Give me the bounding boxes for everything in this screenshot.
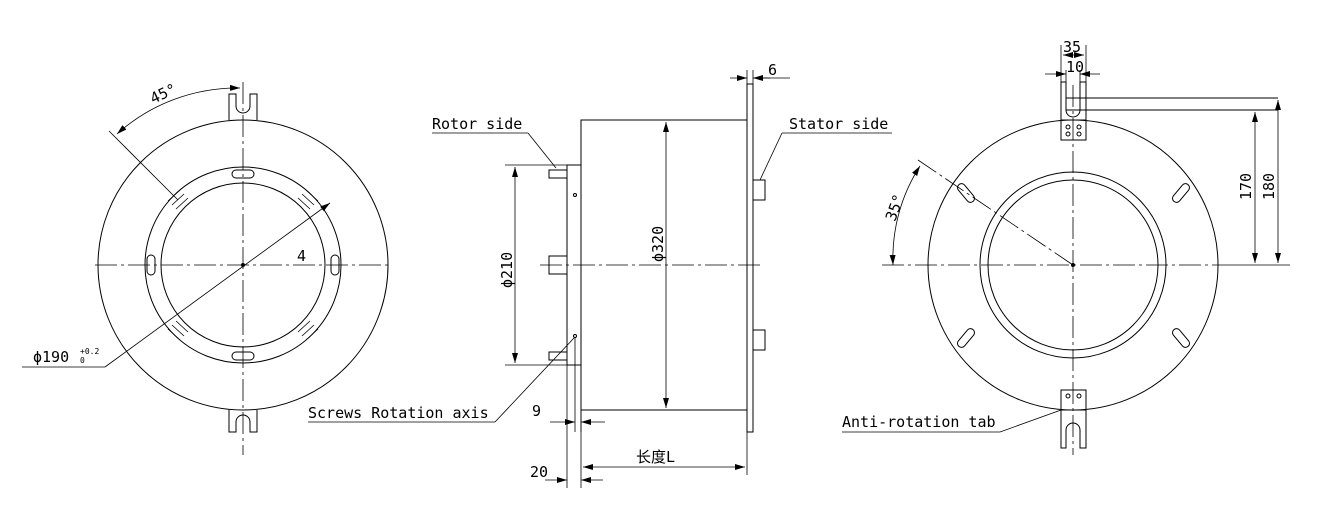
outer-diameter-label: ϕ320 — [649, 226, 667, 262]
hole-count-label: 4 — [297, 247, 306, 265]
bore-tolerance-upper: +0.2 — [80, 347, 99, 356]
length-label: 长度L — [636, 448, 675, 466]
angle-45-label: 45° — [147, 80, 179, 108]
rotor-diameter-label: ϕ210 — [498, 252, 516, 288]
tab-slot-label: 10 — [1066, 58, 1084, 76]
tab-width-label: 35 — [1063, 38, 1081, 56]
tab-height-inner-label: 170 — [1237, 173, 1255, 200]
stator-side-label: Stator side — [789, 115, 888, 133]
tab-height-outer-label: 180 — [1260, 173, 1278, 200]
screws-rotation-axis-label: Screws Rotation axis — [308, 404, 489, 422]
rotor-length-label: 20 — [530, 463, 548, 481]
rotor-side-label: Rotor side — [432, 115, 522, 133]
anti-rotation-tab-label: Anti-rotation tab — [842, 413, 996, 431]
bore-diameter-label: ϕ190 — [33, 348, 69, 366]
flange-thickness-label: 6 — [768, 61, 777, 79]
screw-offset-label: 9 — [532, 402, 541, 420]
back-view: 35° 35 10 170 180 Anti-rotation tab — [842, 38, 1290, 455]
front-view: 45° 4 ϕ190 +0.2 0 — [22, 80, 390, 455]
angle-35-label: 35° — [882, 192, 908, 224]
bore-tolerance-lower: 0 — [80, 356, 85, 365]
side-view: Rotor side Stator side Screws Rotation a… — [308, 61, 892, 488]
